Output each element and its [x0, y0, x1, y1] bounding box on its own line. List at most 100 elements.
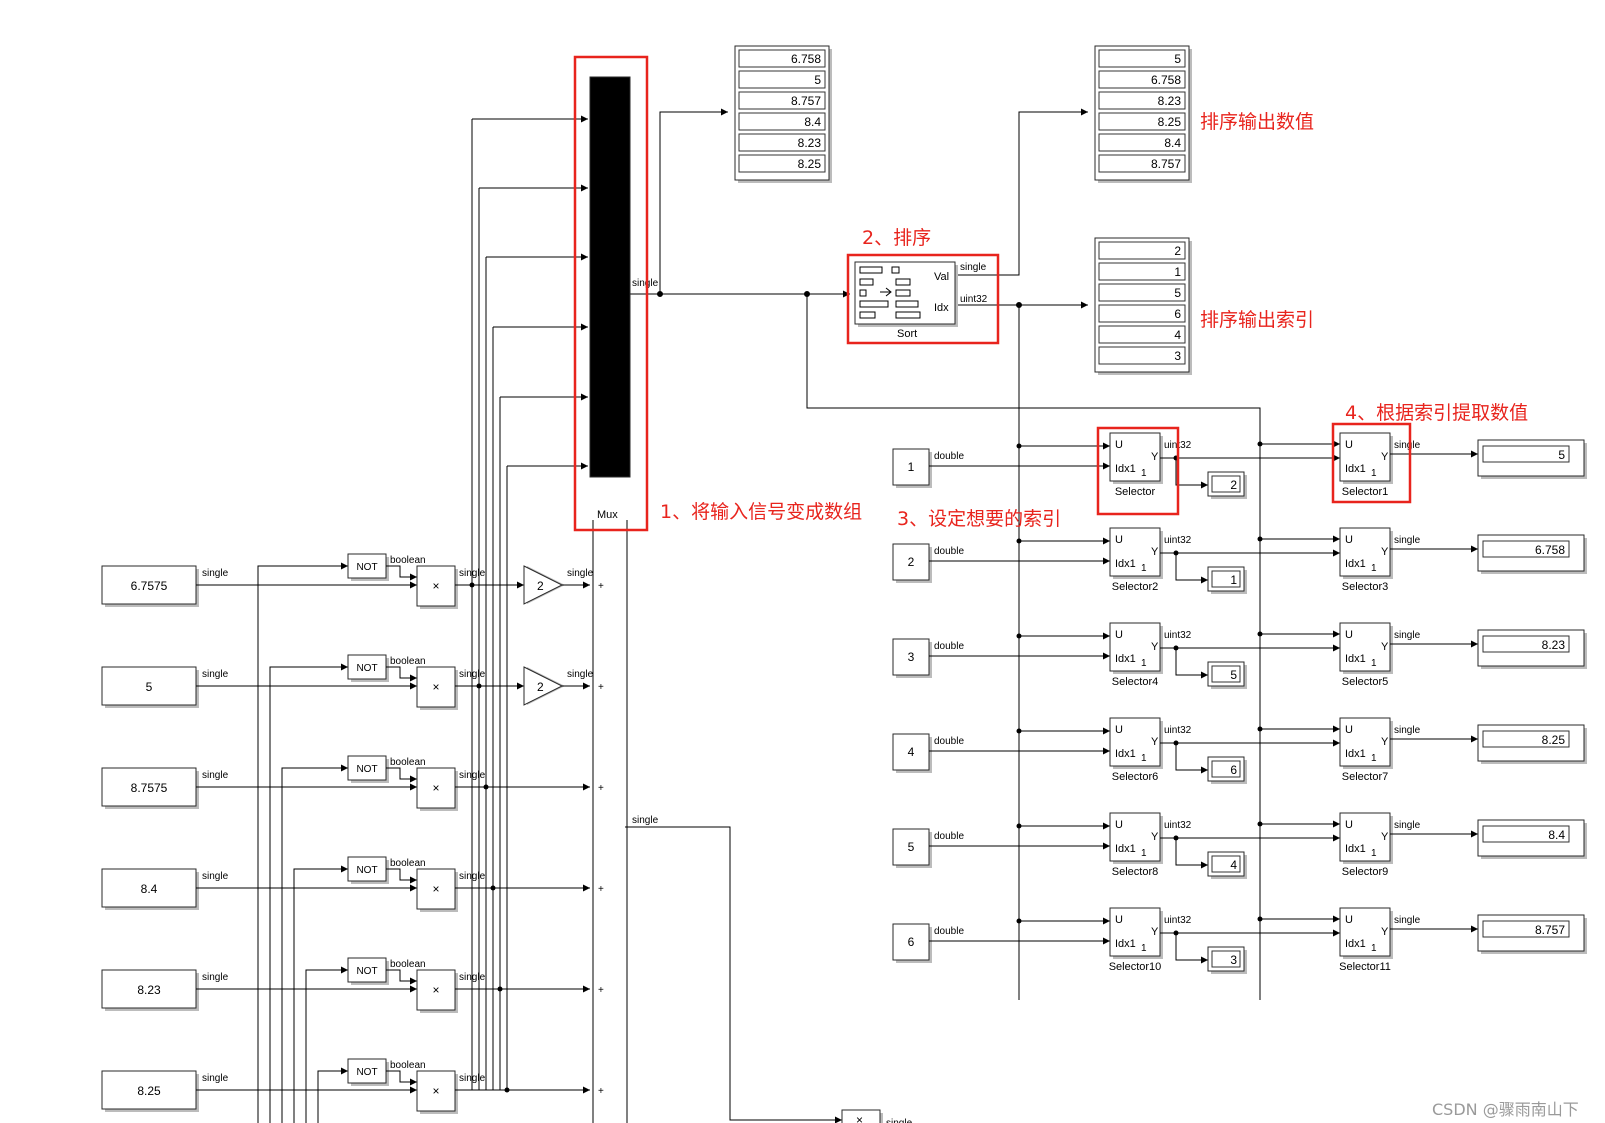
- annotation-step4: 4、根据索引提取数值: [1345, 402, 1528, 424]
- sort-block[interactable]: Val Idx Sort single uint32: [854, 261, 988, 340]
- not-block[interactable]: NOT: [347, 957, 389, 985]
- selector-name: Selector4: [1112, 676, 1158, 688]
- multiply-block[interactable]: ×: [416, 1070, 458, 1114]
- signal-type-label: double: [934, 451, 964, 462]
- display-value: 6: [1174, 307, 1181, 321]
- index-output-display: 1: [1207, 566, 1247, 594]
- multiply-icon: ×: [432, 680, 439, 694]
- display-value: 8.757: [1535, 923, 1565, 937]
- signal-type-label: double: [934, 736, 964, 747]
- display-value: 6.758: [1535, 543, 1565, 557]
- signal-type-label: single: [1394, 725, 1421, 736]
- display-value: 8.25: [1158, 115, 1182, 129]
- multiply-icon: ×: [432, 1084, 439, 1098]
- constant-block[interactable]: 8.23: [101, 969, 199, 1011]
- selector-port-u: U: [1115, 439, 1123, 451]
- signal-type-label: single: [1394, 820, 1421, 831]
- index-value: 5: [908, 840, 915, 854]
- display-value: 6: [1230, 763, 1237, 777]
- value-output-display: 8.4: [1477, 819, 1587, 859]
- selector-name: Selector6: [1112, 771, 1158, 783]
- constant-value: 8.7575: [131, 781, 168, 795]
- sum-port-plus: +: [598, 1086, 604, 1097]
- signal-type-label: uint32: [1164, 820, 1192, 831]
- constant-block[interactable]: 8.25: [101, 1070, 199, 1112]
- selector-port-u: U: [1345, 724, 1353, 736]
- not-label: NOT: [356, 663, 377, 674]
- multiply-block[interactable]: ×: [416, 868, 458, 912]
- signal-type-label: single: [202, 770, 229, 781]
- not-block[interactable]: NOT: [347, 755, 389, 783]
- selector-port-u: U: [1115, 819, 1123, 831]
- selector-port-idx: Idx1: [1345, 558, 1366, 570]
- selector-port-y: Y: [1381, 831, 1389, 843]
- constant-value: 8.25: [137, 1084, 161, 1098]
- sum-port-plus: +: [598, 884, 604, 895]
- selector-port-sub: 1: [1371, 753, 1377, 764]
- index-constant[interactable]: 1: [892, 448, 932, 488]
- index-constant[interactable]: 2: [892, 543, 932, 583]
- not-block[interactable]: NOT: [347, 654, 389, 682]
- selector-port-y: Y: [1151, 641, 1159, 653]
- constant-block[interactable]: 8.7575: [101, 767, 199, 809]
- constant-block[interactable]: 6.7575: [101, 565, 199, 607]
- index-constant[interactable]: 4: [892, 733, 932, 773]
- signal-type-label: single: [459, 972, 486, 983]
- index-output-display: 2: [1207, 471, 1247, 499]
- multiply-block[interactable]: ×: [416, 666, 458, 710]
- multiply-block[interactable]: ×: [416, 565, 458, 609]
- display-value: 8.25: [798, 157, 822, 171]
- not-block[interactable]: NOT: [347, 1058, 389, 1086]
- display-value: 4: [1174, 328, 1181, 342]
- index-constant[interactable]: 3: [892, 638, 932, 678]
- index-constant[interactable]: 5: [892, 828, 932, 868]
- not-block[interactable]: NOT: [347, 856, 389, 884]
- constant-block[interactable]: 8.4: [101, 868, 199, 910]
- boolean-type-label: boolean: [390, 858, 426, 869]
- multiply-block[interactable]: ×: [841, 1109, 883, 1123]
- multiply-block[interactable]: ×: [416, 767, 458, 811]
- selector-port-y: Y: [1381, 641, 1389, 653]
- not-block[interactable]: NOT: [347, 553, 389, 581]
- constant-value: 8.4: [141, 882, 158, 896]
- selector-name: Selector1: [1342, 486, 1388, 498]
- display-value: 8.4: [1548, 828, 1565, 842]
- multiply-block[interactable]: ×: [416, 969, 458, 1013]
- gain-block[interactable]: 2: [523, 666, 565, 706]
- signal-type-label: single: [886, 1118, 913, 1123]
- gain-block[interactable]: 2: [523, 565, 565, 605]
- index-constant[interactable]: 6: [892, 923, 932, 963]
- signal-type-label: double: [934, 641, 964, 652]
- selector-name: Selector8: [1112, 866, 1158, 878]
- signal-type-label: uint32: [1164, 535, 1192, 546]
- index-value: 2: [908, 555, 915, 569]
- sort-val-type: single: [960, 262, 987, 273]
- step3-highlight: [1096, 426, 1180, 516]
- selector-port-sub: 1: [1371, 468, 1377, 479]
- constant-block[interactable]: 5: [101, 666, 199, 708]
- signal-type-label: single: [1394, 440, 1421, 451]
- display-value: 8.757: [1151, 157, 1181, 171]
- display-value: 3: [1230, 953, 1237, 967]
- watermark: CSDN @骤雨南山下: [1432, 1100, 1579, 1119]
